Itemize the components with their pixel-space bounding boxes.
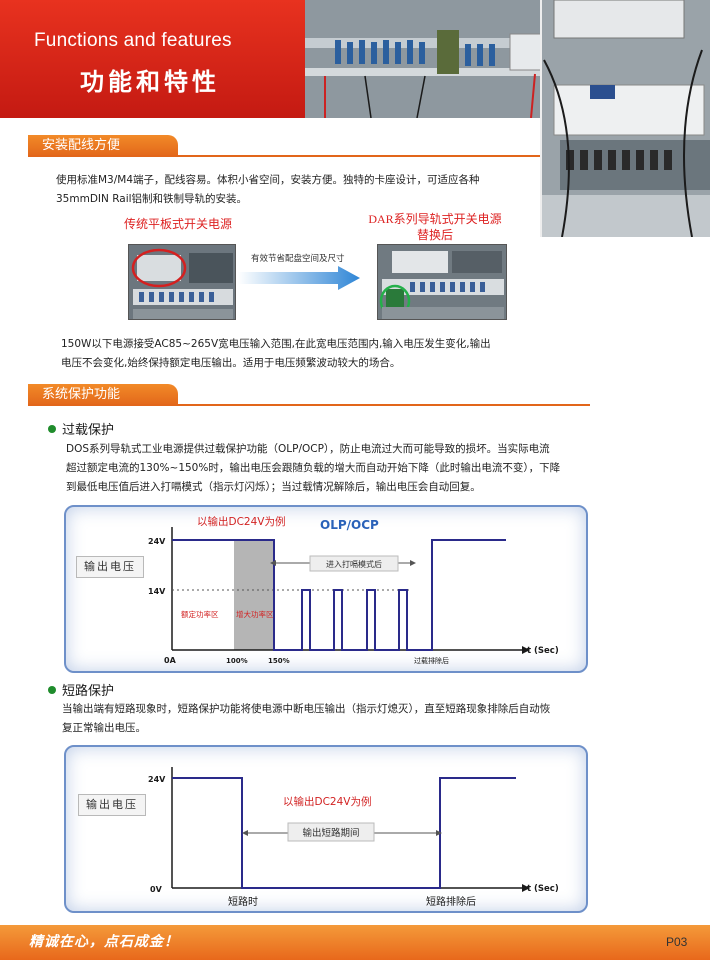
short-period-arrow-left <box>242 830 248 836</box>
comparison-left-caption: 传统平板式开关电源 <box>124 217 233 231</box>
overload-chart-waveform <box>172 539 506 651</box>
bullet-dot-icon <box>48 425 56 433</box>
short-period-arrow-right <box>436 830 442 836</box>
overload-chart-xtick-0a: 0A <box>164 656 177 665</box>
overload-chart-ytick-24v: 24V <box>148 537 166 546</box>
overload-chart-title: OLP/OCP <box>320 518 379 532</box>
install-paragraph-line1: 使用标准M3/M4端子，配线容易。体积小省空间，安装方便。独特的卡座设计，可适应… <box>56 174 480 186</box>
section-tab-install: 安装配线方便 <box>28 135 178 157</box>
side-photo-cabinet <box>540 0 710 237</box>
short-chart-x-arrow <box>522 884 530 892</box>
overload-line1: DOS系列导轨式工业电源提供过载保护功能（OLP/OCP），防止电流过大而可能导… <box>66 443 550 455</box>
comparison-right-caption: DAR系列导轨式开关电源 替换后 <box>364 211 506 243</box>
bullet-dot-icon <box>48 686 56 694</box>
overload-line2: 超过额定电流的130%~150%时，输出电压会跟随负载的增大而自动开始下降（此时… <box>66 462 561 474</box>
short-chart-xlabel: t (Sec) <box>527 884 559 894</box>
page-number: P03 <box>666 935 688 949</box>
footer-bar <box>0 925 710 960</box>
short-chart-ytick-0v: 0V <box>150 885 163 894</box>
overload-chart-xlabel: t (Sec) <box>527 646 559 656</box>
photo-traditional-psu <box>128 244 236 320</box>
overload-chart-ylabel: 输出电压 <box>76 556 144 578</box>
short-circuit-chart: 输出短路期间 以输出DC24V为例 24V 0V t (Sec) 短路时 短路排… <box>148 767 559 908</box>
overload-cleared-label: 过载排除后 <box>414 656 449 665</box>
overload-region-shade <box>234 540 274 650</box>
hiccup-label: 进入打嗝模式后 <box>326 559 382 569</box>
install-paragraph: 使用标准M3/M4端子，配线容易。体积小省空间，安装方便。独特的卡座设计，可适应… <box>56 171 526 209</box>
short-chart-waveform <box>172 777 516 889</box>
overload-chart: 进入打嗝模式后 以输出DC24V为例 OLP/OCP 24V 14V 0A 10… <box>148 515 559 665</box>
section-divider-install <box>28 155 540 157</box>
short-chart-xtick-cleared: 短路排除后 <box>426 895 476 908</box>
section-divider-protection <box>28 404 590 406</box>
footer-slogan: 精诚在心，点石成金！ <box>29 934 179 950</box>
section-tab-install-label: 安装配线方便 <box>42 138 121 153</box>
overload-chart-x-arrow <box>522 646 530 654</box>
voltage-range-paragraph: 150W以下电源接受AC85~265V宽电压输入范围,在此宽电压范围内,输入电压… <box>61 335 531 373</box>
hiccup-label-box <box>309 555 399 572</box>
voltage-range-line2: 电压不会变化,始终保持额定电压输出。适用于电压频繁波动较大的场合。 <box>61 357 401 369</box>
short-circuit-chart-ylabel: 输出电压 <box>78 794 146 816</box>
overload-chart-frame <box>64 505 588 673</box>
short-chart-ytick-24v: 24V <box>148 775 166 784</box>
short-chart-subtitle: 以输出DC24V为例 <box>283 795 371 808</box>
overload-paragraph: DOS系列导轨式工业电源提供过载保护功能（OLP/OCP），防止电流过大而可能导… <box>66 440 606 497</box>
arrow-right-icon <box>238 266 360 290</box>
overload-line3: 到最低电压值后进入打嗝模式（指示灯闪烁）；当过载情况解除后，输出电压会自动回复。 <box>66 481 481 493</box>
short-circuit-line1: 当输出端有短路现象时，短路保护功能将使电源中断电压输出（指示灯熄灭），直至短路现… <box>62 703 551 715</box>
short-period-label: 输出短路期间 <box>302 827 359 839</box>
overload-heading: 过载保护 <box>62 423 115 438</box>
hiccup-arrow-right <box>410 560 416 566</box>
comparison-right-caption-line1: DAR系列导轨式开关电源 <box>368 212 502 226</box>
short-circuit-heading: 短路保护 <box>62 684 115 699</box>
title-chinese: 功能和特性 <box>80 68 220 96</box>
hiccup-arrow-left <box>270 560 276 566</box>
short-circuit-paragraph: 当输出端有短路现象时，短路保护功能将使电源中断电压输出（指示灯熄灭），直至短路现… <box>62 700 612 738</box>
arrow-label: 有效节省配盘空间及尺寸 <box>251 254 345 264</box>
title-english: Functions and features <box>34 30 232 51</box>
install-paragraph-line2: 35mmDIN Rail铝制和铁制导轨的安装。 <box>56 193 248 205</box>
short-circuit-line2: 复正常输出电压。 <box>62 722 146 734</box>
voltage-range-line1: 150W以下电源接受AC85~265V宽电压输入范围,在此宽电压范围内,输入电压… <box>61 338 491 350</box>
overload-chart-subtitle: 以输出DC24V为例 <box>197 515 285 528</box>
region-label-rated: 额定功率区 <box>181 609 219 619</box>
section-tab-protection-label: 系统保护功能 <box>42 387 121 402</box>
overload-chart-xtick-100: 100% <box>226 657 248 665</box>
short-chart-xtick-short: 短路时 <box>228 895 258 908</box>
section-tab-protection: 系统保护功能 <box>28 384 178 406</box>
short-period-label-box <box>287 822 375 842</box>
comparison-right-caption-line2: 替换后 <box>416 228 453 242</box>
photo-din-rail-psu <box>377 244 507 320</box>
region-label-increased: 增大功率区 <box>236 609 274 619</box>
header-banner: Functions and features 功能和特性 <box>0 0 305 118</box>
overload-chart-xtick-150: 150% <box>268 657 290 665</box>
overload-chart-ytick-14v: 14V <box>148 587 166 596</box>
